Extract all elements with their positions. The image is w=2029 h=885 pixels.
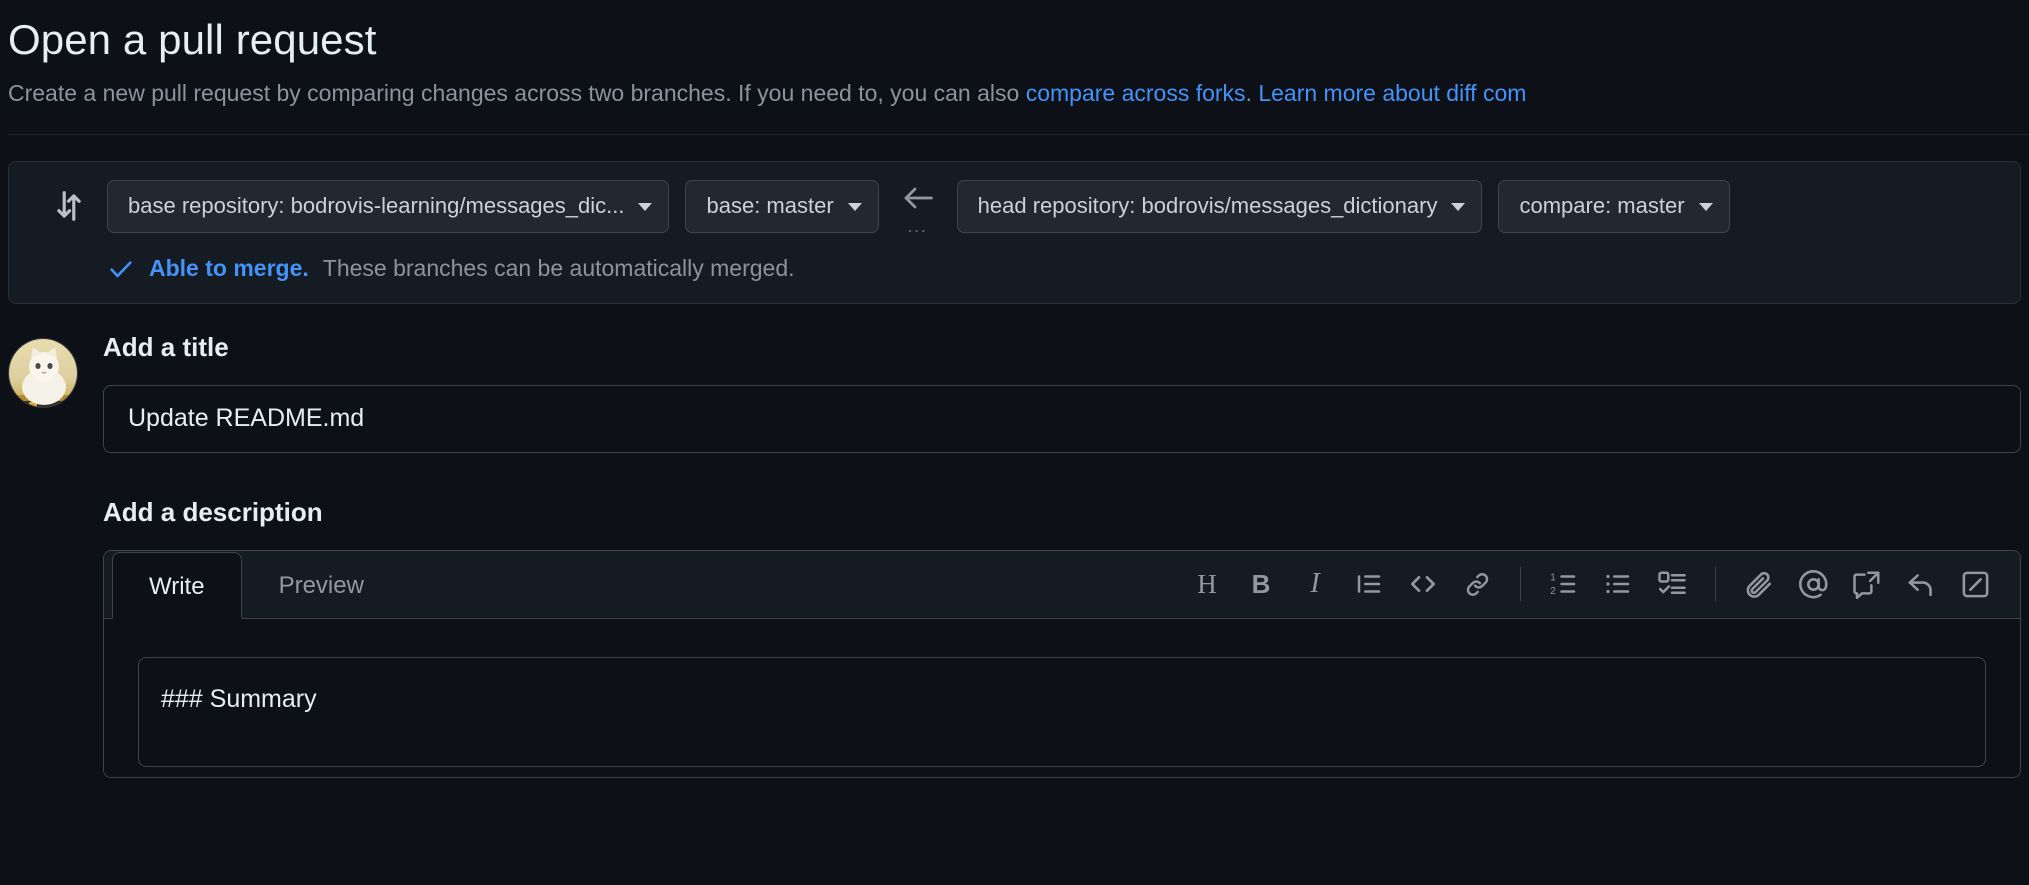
branch-selector-row: base repository: bodrovis-learning/messa… [27,179,2002,236]
numbered-list-icon[interactable]: 1 2 [1537,557,1591,611]
base-branch-dropdown[interactable]: base: master [685,179,879,233]
subtitle-separator: . [1245,79,1259,106]
markdown-editor-header: Write Preview H B I [104,550,2020,619]
form-fields: Add a title Add a description Write Prev… [103,332,2029,778]
heading-glyph: H [1197,568,1217,599]
cross-reference-icon[interactable] [1840,557,1894,611]
quote-icon[interactable] [1342,557,1396,611]
reply-icon[interactable] [1894,557,1948,611]
markdown-toolbar: H B I [1180,551,2020,618]
pull-request-title-input[interactable] [103,384,2021,453]
compare-branches-panel: base repository: bodrovis-learning/messa… [8,160,2021,304]
header-divider [8,133,2029,135]
pull-request-form: Add a title Add a description Write Prev… [0,332,2029,778]
tab-preview[interactable]: Preview [278,571,364,599]
compare-branches-icon [49,186,89,226]
compare-across-forks-link[interactable]: compare across forks [1025,79,1246,106]
subtitle-text: Create a new pull request by comparing c… [8,79,1026,106]
toolbar-separator [1520,567,1521,602]
arrow-left-icon [900,183,936,218]
merge-status-description: These branches can be automatically merg… [322,255,795,282]
direction-indicator: ... [879,180,957,236]
compare-branch-dropdown[interactable]: compare: master [1498,179,1730,233]
italic-glyph: I [1310,568,1320,600]
page-subtitle: Create a new pull request by comparing c… [8,71,2029,110]
ellipsis-icon: ... [907,216,928,236]
chevron-down-icon [1698,203,1713,212]
description-field-label: Add a description [103,496,323,527]
base-branch-label: base: master [706,193,834,219]
description-textarea[interactable]: ### Summary [138,656,1986,767]
merge-status-title: Able to merge. [149,255,309,282]
tab-write[interactable]: Write [112,551,242,619]
fullscreen-icon[interactable] [1948,557,2002,611]
base-repository-dropdown[interactable]: base repository: bodrovis-learning/messa… [107,179,670,233]
compare-branch-label: compare: master [1519,193,1685,219]
heading-icon[interactable]: H [1180,557,1234,611]
mention-icon[interactable] [1786,557,1840,611]
head-repository-dropdown[interactable]: head repository: bodrovis/messages_dicti… [956,179,1483,233]
bold-glyph: B [1251,568,1271,599]
check-icon [107,255,135,283]
title-field-label: Add a title [103,331,229,362]
italic-icon[interactable]: I [1288,557,1342,611]
bold-icon[interactable]: B [1234,557,1288,611]
user-avatar [8,337,78,408]
head-repository-label: head repository: bodrovis/messages_dicti… [977,193,1438,219]
chevron-down-icon [847,203,862,212]
page-header: Open a pull request Create a new pull re… [0,0,2029,135]
page-title: Open a pull request [8,16,377,63]
markdown-editor: Write Preview H B I [103,549,2021,778]
attach-files-icon[interactable] [1732,557,1786,611]
chevron-down-icon [638,203,653,212]
toolbar-separator [1715,567,1716,602]
bulleted-list-icon[interactable] [1591,557,1645,611]
code-icon[interactable] [1396,557,1450,611]
svg-text:2: 2 [1550,586,1556,597]
editor-tabs: Write Preview [104,551,401,619]
merge-status: Able to merge. These branches can be aut… [107,255,2002,283]
task-list-icon[interactable] [1645,557,1699,611]
markdown-editor-body: ### Summary [104,618,2020,777]
description-text: ### Summary [161,684,317,713]
chevron-down-icon [1451,203,1466,212]
svg-text:1: 1 [1550,573,1556,584]
base-repository-label: base repository: bodrovis-learning/messa… [128,193,625,219]
learn-more-link[interactable]: Learn more about diff com [1258,79,1527,106]
link-icon[interactable] [1450,557,1504,611]
